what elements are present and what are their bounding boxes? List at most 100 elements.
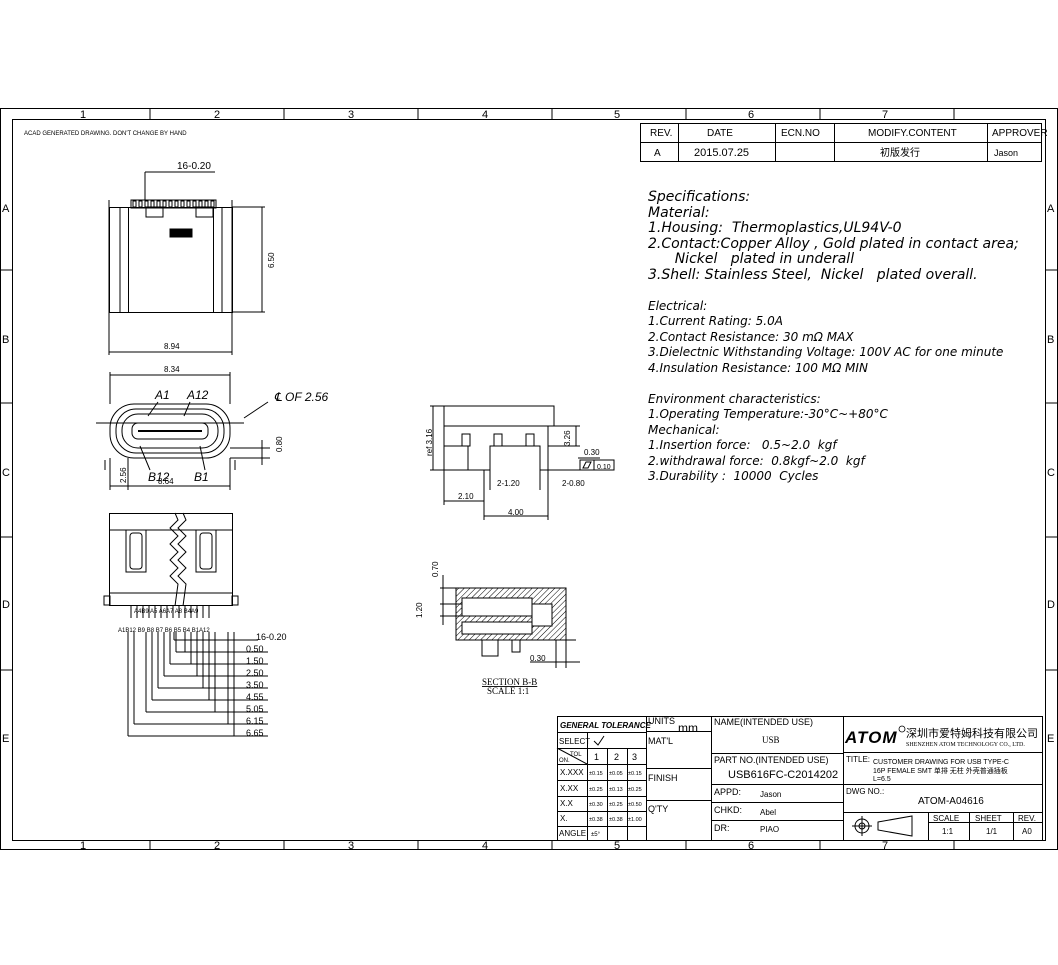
svg-text:GENERAL TOLERANCE: GENERAL TOLERANCE bbox=[560, 721, 651, 730]
svg-text:DR:: DR: bbox=[714, 823, 730, 833]
svg-text:NAME(INTENDED USE): NAME(INTENDED USE) bbox=[714, 717, 813, 727]
dim-section-120: 1.20 bbox=[415, 602, 424, 618]
svg-text:±0.15: ±0.15 bbox=[589, 771, 603, 777]
svg-text:X.XX: X.XX bbox=[560, 784, 579, 793]
spec-line: 1.Current Rating: 5.0A bbox=[648, 314, 783, 328]
svg-text:5: 5 bbox=[614, 840, 620, 852]
dim-top-total: 8.94 bbox=[164, 342, 180, 351]
pin-labels-bottom: A1B12 B9 B8 B7 B6 B5 B4 B1A12 bbox=[118, 628, 210, 634]
part-block: NAME(INTENDED USE) USB PART NO.(INTENDED… bbox=[714, 717, 838, 834]
svg-text:2: 2 bbox=[214, 109, 220, 121]
pin-labels-top: A4B9 A5 A6A7 A8 B4A9 bbox=[134, 609, 199, 615]
svg-text:深圳市爱特姆科技有限公司: 深圳市爱特姆科技有限公司 bbox=[906, 726, 1038, 740]
dim-front-h256: 2.56 bbox=[119, 467, 128, 483]
front-view bbox=[96, 372, 270, 490]
material-block: UNITS mm MAT'L FINISH Q'TY bbox=[648, 716, 698, 814]
rev-header-approver: APPROVER bbox=[992, 128, 1048, 139]
svg-text:Abel: Abel bbox=[760, 808, 776, 817]
header-note: ACAD GENERATED DRAWING. DON'T CHANGE BY … bbox=[24, 131, 187, 137]
dim-front-h080: 0.80 bbox=[275, 436, 284, 452]
svg-text:D: D bbox=[1047, 599, 1055, 611]
dim-top-height: 6.50 bbox=[267, 252, 276, 268]
grid-labels: 1 2 3 4 5 6 7 1 2 3 4 5 6 7 A B C D E A … bbox=[2, 109, 1055, 852]
svg-text:±0.25: ±0.25 bbox=[628, 787, 642, 793]
spec-line: 4.Insulation Resistance: 100 MΩ MIN bbox=[648, 360, 868, 375]
svg-text:1:1: 1:1 bbox=[942, 827, 954, 836]
svg-text:USB616FC-C2014202: USB616FC-C2014202 bbox=[728, 769, 838, 781]
svg-text:SHENZHEN ATOM TECHNOLOGY CO.,: SHENZHEN ATOM TECHNOLOGY CO., LTD. bbox=[906, 742, 1025, 748]
specifications-text: Specifications:Material:1.Housing: Therm… bbox=[648, 189, 1019, 485]
spec-line: 3.Shell: Stainless Steel, Nickel plated … bbox=[648, 266, 978, 283]
spec-line: 2.Contact Resistance: 30 mΩ MAX bbox=[648, 329, 854, 344]
rev-date: 2015.07.25 bbox=[694, 147, 749, 159]
svg-text:A: A bbox=[2, 203, 10, 215]
dim-side-2-120: 2-1.20 bbox=[497, 479, 520, 488]
svg-text:X.XXX: X.XXX bbox=[560, 768, 584, 777]
svg-text:±0.25: ±0.25 bbox=[609, 802, 623, 808]
svg-text:5: 5 bbox=[614, 109, 620, 121]
svg-text:X.: X. bbox=[560, 814, 568, 823]
svg-text:±0.50: ±0.50 bbox=[628, 802, 642, 808]
svg-text:ANGLE: ANGLE bbox=[559, 829, 586, 838]
spec-line: 1.Insertion force: 0.5~2.0 kgf bbox=[648, 438, 837, 452]
svg-text:±0.05: ±0.05 bbox=[609, 771, 623, 777]
svg-text:5.05: 5.05 bbox=[246, 704, 264, 714]
svg-text:±0.25: ±0.25 bbox=[589, 787, 603, 793]
pin-label-b12: B12 bbox=[148, 470, 170, 484]
svg-text:B: B bbox=[1047, 334, 1054, 346]
spec-line: 2.Contact:Copper Alloy , Gold plated in … bbox=[648, 235, 1019, 252]
svg-text:3: 3 bbox=[348, 109, 354, 121]
svg-text:A: A bbox=[1047, 203, 1055, 215]
section-title: SECTION B-B bbox=[482, 677, 537, 687]
spec-line: 2.withdrawal force: 0.8kgf~2.0 kgf bbox=[648, 453, 865, 468]
svg-text:L=6.5: L=6.5 bbox=[873, 776, 891, 783]
svg-text:±5°: ±5° bbox=[591, 832, 601, 838]
svg-text:±0.15: ±0.15 bbox=[628, 771, 642, 777]
side-view bbox=[430, 405, 615, 520]
pin-label-a1: A1 bbox=[154, 388, 170, 402]
svg-text:4.55: 4.55 bbox=[246, 692, 264, 702]
svg-text:C: C bbox=[2, 467, 10, 479]
svg-text:CHKD:: CHKD: bbox=[714, 805, 742, 815]
svg-text:16-0.20: 16-0.20 bbox=[256, 632, 287, 642]
spec-line: Environment characteristics: bbox=[648, 391, 821, 406]
dim-front-bottom: 8.64 bbox=[158, 477, 174, 486]
top-view bbox=[108, 171, 265, 355]
svg-text:7: 7 bbox=[882, 109, 888, 121]
svg-text:6: 6 bbox=[748, 840, 754, 852]
rev-value: A bbox=[654, 148, 661, 159]
section-view bbox=[440, 575, 580, 668]
svg-text:3: 3 bbox=[348, 840, 354, 852]
svg-text:6.65: 6.65 bbox=[246, 728, 264, 738]
svg-text:2: 2 bbox=[614, 752, 619, 762]
spec-line: 1.Housing: Thermoplastics,UL94V-0 bbox=[648, 220, 902, 236]
company-logo: ATOM bbox=[844, 728, 897, 747]
svg-text:Q'TY: Q'TY bbox=[648, 804, 668, 814]
svg-text:3.50: 3.50 bbox=[246, 680, 264, 690]
spec-line: 1.Operating Temperature:-30°C~+80°C bbox=[648, 407, 888, 421]
spec-line: Specifications: bbox=[648, 189, 751, 205]
dim-side-326: 3.26 bbox=[563, 430, 572, 446]
section-scale: SCALE 1:1 bbox=[487, 686, 529, 696]
svg-text:MAT'L: MAT'L bbox=[648, 736, 673, 746]
svg-text:2.50: 2.50 bbox=[246, 668, 264, 678]
svg-text:SCALE: SCALE bbox=[933, 814, 959, 823]
svg-text:1: 1 bbox=[594, 752, 599, 762]
svg-text:PIAO: PIAO bbox=[760, 825, 779, 834]
svg-text:±0.38: ±0.38 bbox=[609, 817, 623, 823]
svg-text:0.50: 0.50 bbox=[246, 644, 264, 654]
svg-text:UNITS: UNITS bbox=[648, 716, 675, 726]
svg-text:REV.: REV. bbox=[1018, 814, 1036, 823]
svg-text:E: E bbox=[2, 733, 9, 745]
svg-text:4: 4 bbox=[482, 840, 488, 852]
dim-side-400: 4.00 bbox=[508, 508, 524, 517]
spec-line bbox=[648, 376, 1019, 392]
svg-text:TITLE:: TITLE: bbox=[846, 755, 870, 764]
dim-side-210: 2.10 bbox=[458, 492, 474, 501]
svg-text:CUSTOMER DRAWING FOR USB TYPE: CUSTOMER DRAWING FOR USB TYPE-C bbox=[873, 759, 1009, 766]
svg-text:SHEET: SHEET bbox=[975, 814, 1002, 823]
svg-text:A0: A0 bbox=[1022, 827, 1032, 836]
pin-label-a12: A12 bbox=[186, 388, 209, 402]
svg-text:6: 6 bbox=[748, 109, 754, 121]
